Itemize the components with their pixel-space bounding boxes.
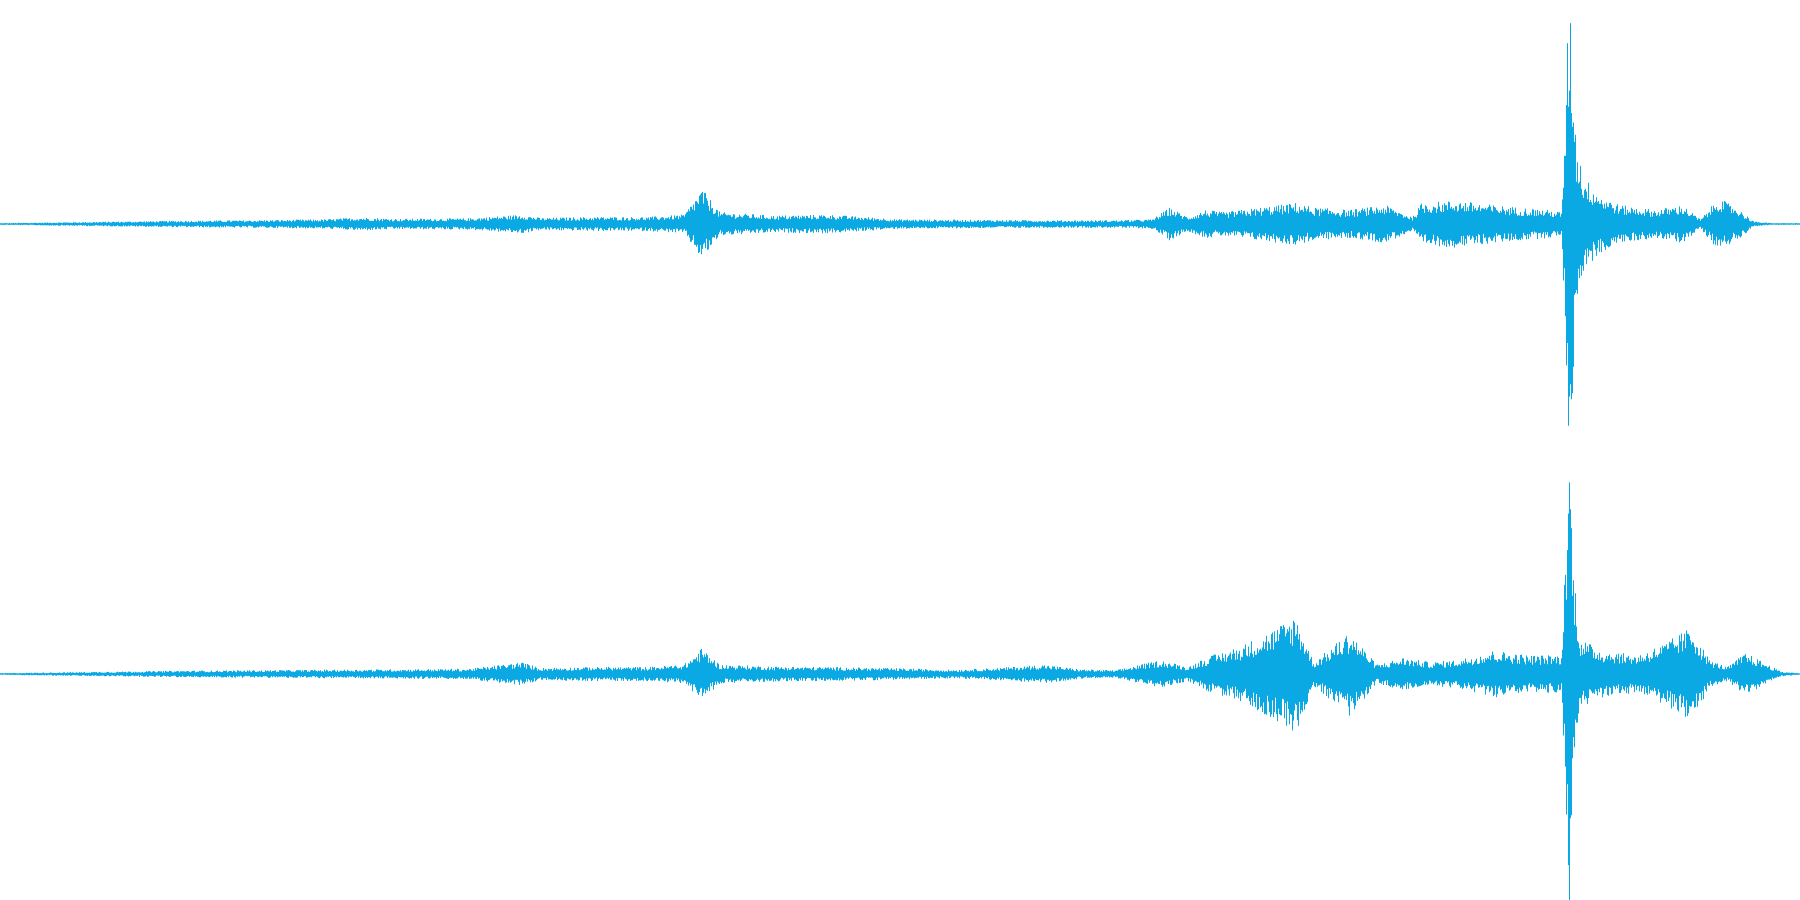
channel-1-waveform xyxy=(0,23,1800,426)
channel-2-waveform xyxy=(0,482,1800,900)
channel-1-samples xyxy=(0,23,1800,426)
channel-2-samples xyxy=(0,482,1800,900)
